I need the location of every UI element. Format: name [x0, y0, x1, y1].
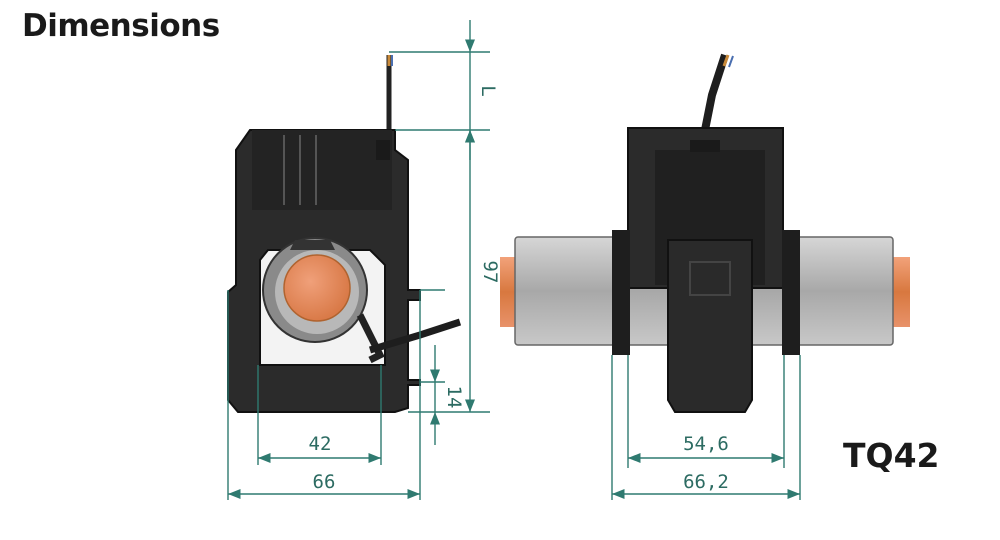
- front-copper-core: [283, 254, 351, 322]
- side-cable: [701, 53, 729, 131]
- side-view: [500, 53, 910, 413]
- dim-cable-length: L: [477, 85, 499, 96]
- dimension-lines: [227, 20, 801, 500]
- side-clamp: [667, 239, 753, 413]
- dim-height: 97: [479, 261, 501, 284]
- dim-outer-width: 66: [313, 471, 336, 493]
- front-view: [227, 55, 462, 413]
- dim-inner-width: 42: [309, 433, 332, 455]
- page-title: Dimensions: [22, 8, 220, 44]
- side-copper-left: [500, 257, 518, 327]
- dim-side-outer-width: 66,2: [683, 471, 729, 493]
- side-flange-left: [612, 230, 630, 355]
- dim-side-inner-width: 54,6: [683, 433, 729, 455]
- model-label: TQ42: [843, 436, 940, 475]
- side-flange-right: [782, 230, 800, 355]
- dim-bottom-offset: 14: [443, 386, 465, 409]
